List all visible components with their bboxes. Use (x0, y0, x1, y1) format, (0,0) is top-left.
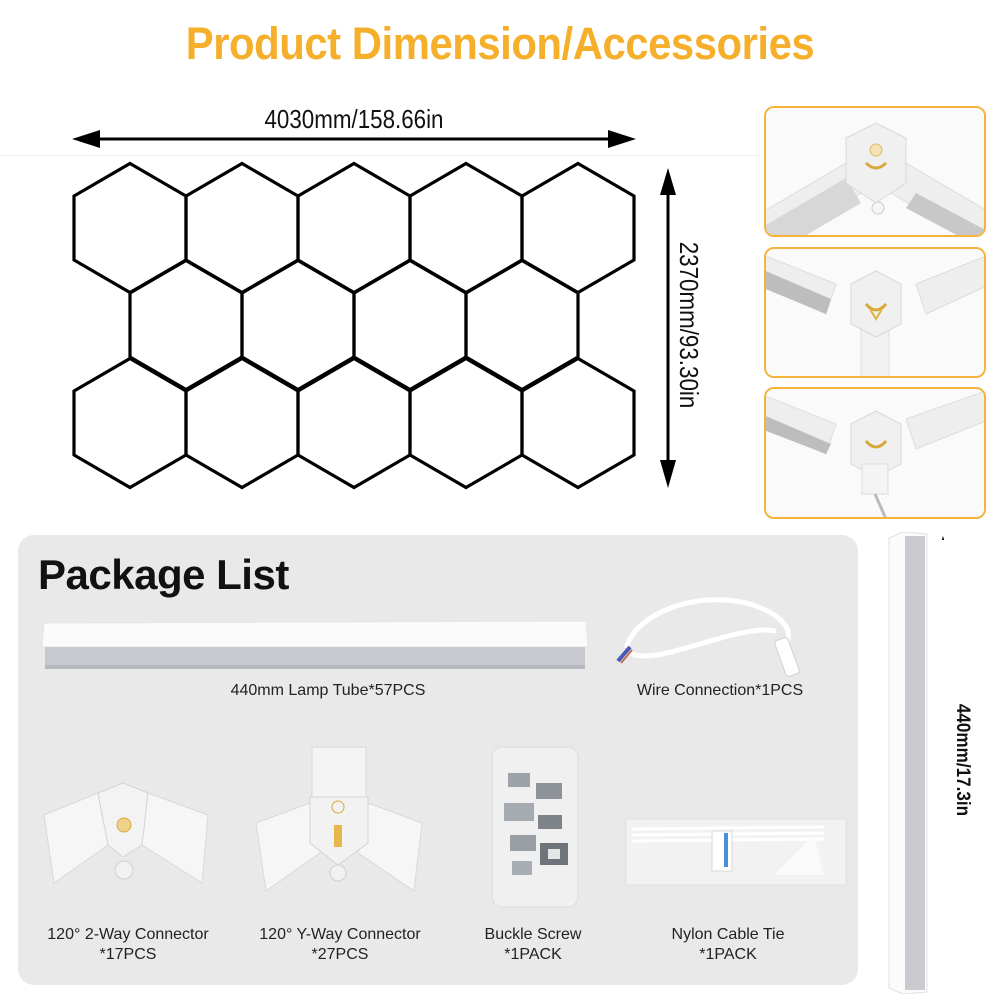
hexagon (520, 356, 636, 490)
package-list-title: Package List (38, 551, 289, 598)
y-way-connector-closeup-image (766, 249, 984, 376)
hexagon (128, 258, 244, 392)
item-label-wire-connection: Wire Connection*1PCS (636, 682, 804, 699)
hexagon (408, 161, 524, 295)
hexagon-grid-diagram (72, 161, 636, 490)
width-dimension-label: 4030mm/158.66in (264, 104, 444, 134)
hexagon (296, 161, 412, 295)
accessory-panel-wire (764, 387, 986, 519)
item-label-lamp-tube: 440mm Lamp Tube*57PCS (230, 682, 426, 699)
page-title: Product Dimension/Accessories (185, 18, 815, 69)
item-label-2way-connector: 120° 2-Way Connector *17PCS (47, 926, 209, 963)
hexagon (72, 356, 188, 490)
two-way-connector-image (43, 782, 209, 884)
vertical-lamp-tube-image (888, 532, 928, 994)
item-label-yway-connector: 120° Y-Way Connector *27PCS (259, 926, 421, 963)
lamp-tube-image (41, 620, 589, 669)
package-list-panel: Package List 440mm Lamp Tube*57PCS Wire … (18, 535, 858, 985)
wire-connector-closeup-image (766, 389, 984, 517)
accessory-panel-yway (764, 247, 986, 378)
hexagon (296, 356, 412, 490)
y-way-connector-image (255, 746, 423, 892)
buckle-screw-image (491, 746, 579, 908)
accessory-panel-2way (764, 106, 986, 237)
height-arrow-icon (660, 168, 676, 488)
item-label-buckle-screw: Buckle Screw *1PACK (484, 926, 582, 963)
hexagon (240, 258, 356, 392)
hexagon (408, 356, 524, 490)
divider (0, 155, 760, 156)
hexagon (352, 258, 468, 392)
hexagon (184, 356, 300, 490)
hexagon (464, 258, 580, 392)
hexagon (184, 161, 300, 295)
dimension-arrows (72, 130, 945, 540)
two-way-connector-closeup-image (766, 108, 984, 235)
tube-length-label: 440mm/17.3in (952, 703, 973, 817)
hexagon (72, 161, 188, 295)
nylon-cable-tie-image (625, 818, 847, 886)
wire-connection-image (616, 597, 800, 677)
width-arrow-icon (72, 130, 636, 148)
item-label-nylon-cable-tie: Nylon Cable Tie *1PACK (671, 926, 785, 963)
tube-length-arrow-icon (941, 536, 945, 540)
hexagon (520, 161, 636, 295)
